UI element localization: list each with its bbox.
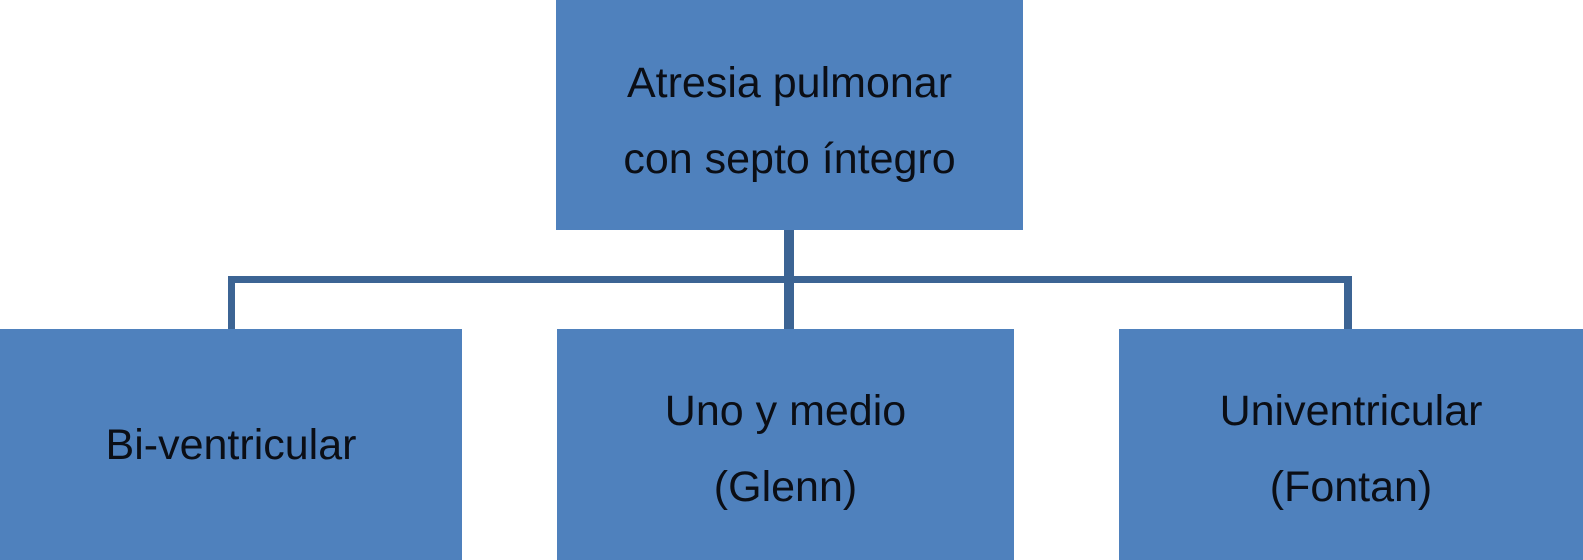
node-child-label-line: Bi-ventricular: [105, 420, 357, 469]
node-root: Atresia pulmonar con septo íntegro: [556, 0, 1023, 230]
node-child-label-line-1: Univentricular: [1219, 386, 1483, 435]
node-root-label-line-1: Atresia pulmonar: [626, 59, 953, 107]
node-child-biventricular: Bi-ventricular: [0, 329, 462, 560]
connector-horizontal-bar: [228, 276, 1352, 283]
connector-drop-right: [1344, 276, 1352, 330]
node-child-uno-y-medio: Uno y medio (Glenn): [557, 329, 1014, 560]
node-child-label-line-2: (Fontan): [1269, 462, 1433, 511]
node-child-label-line-2: (Glenn): [713, 462, 858, 511]
node-child-label-line-1: Uno y medio: [664, 386, 907, 435]
connector-drop-left: [228, 276, 235, 330]
node-root-label-line-2: con septo íntegro: [623, 135, 956, 183]
node-child-univentricular: Univentricular (Fontan): [1119, 329, 1583, 560]
